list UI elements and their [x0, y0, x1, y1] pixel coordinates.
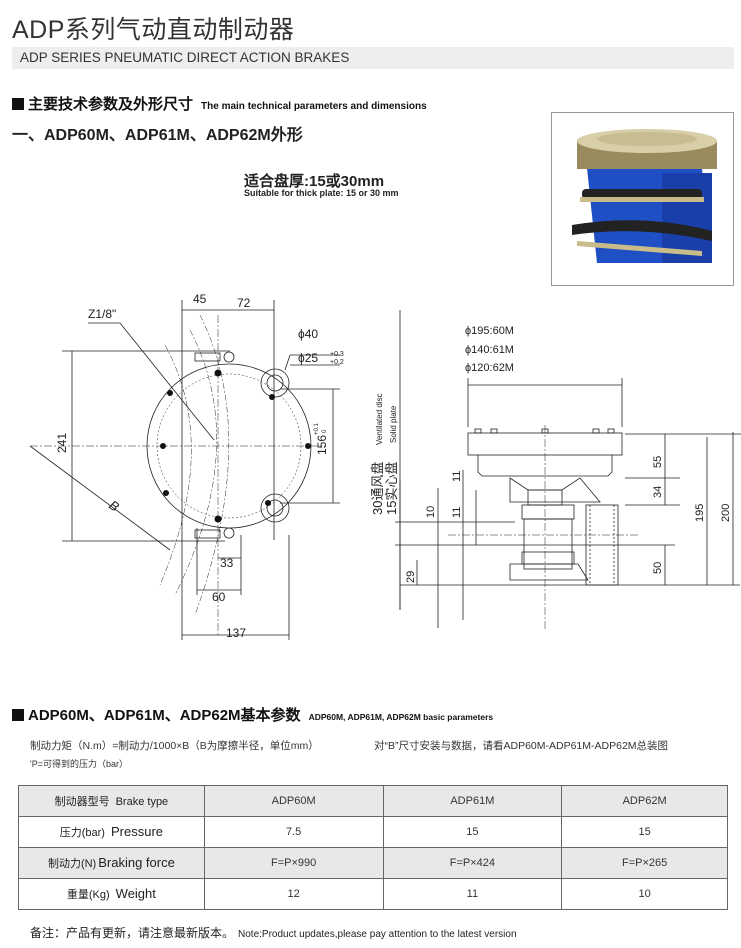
tol-156-lower: 0 — [322, 429, 328, 433]
section-title-en: The main technical parameters and dimens… — [201, 101, 427, 112]
footer-note-cn: 备注：产品有更新，请注意最新版本。 — [30, 926, 235, 940]
thread-label: Z1/8" — [88, 307, 116, 321]
table-cell: F=P×990 — [203, 847, 384, 879]
dim-29: 29 — [405, 571, 417, 583]
table-cell: F=P×424 — [382, 847, 563, 879]
dim-10: 10 — [425, 506, 437, 518]
front-view-drawing: 45 72 Z1/8" ϕ40 ϕ25 +0.3 +0.2 241 156 +0… — [29, 292, 344, 640]
table-cell: 15 — [561, 816, 728, 848]
row-label: 压力(bar)Pressure — [18, 816, 205, 848]
header-cell: ADP62M — [561, 785, 728, 817]
lower-pad — [572, 220, 712, 241]
dim-72: 72 — [237, 296, 251, 310]
ventilated-disc-label-en: Ventilated disc — [375, 393, 384, 445]
table-cell: 15 — [382, 816, 563, 848]
dim-200: 200 — [720, 504, 732, 522]
table-row-weight: 重量(Kg)Weight 12 11 10 — [18, 878, 728, 910]
table-row-braking-force: 制动力(N)Braking force F=P×990 F=P×424 F=P×… — [18, 847, 728, 879]
dim-195: 195 — [694, 504, 706, 522]
square-bullet-icon — [12, 709, 24, 721]
section-title: 主要技术参数及外形尺寸 — [28, 96, 194, 113]
header-cell: ADP60M — [203, 785, 384, 817]
torque-formula-note: 制动力矩（N.m）=制动力/1000×B（B为摩擦半径，单位mm） — [30, 740, 319, 752]
solid-plate-label-en: Solid plate — [389, 405, 398, 443]
dim-33: 33 — [220, 556, 234, 570]
dim-11-upper: 11 — [451, 471, 463, 482]
dim-11-lower: 11 — [451, 507, 463, 518]
plate-thickness-label: 适合盘厚:15或30mm — [244, 173, 385, 190]
table-cell: 10 — [561, 878, 728, 910]
dim-241: 241 — [55, 433, 69, 453]
tol-156-upper: +0.1 — [314, 422, 320, 435]
model-outline-heading: 一、ADP60M、ADP61M、ADP62M外形 — [12, 127, 303, 144]
assembly-drawing-note: 对“B”尺寸安装与数据，请看ADP60M-ADP61M-ADP62M总装图 — [374, 740, 669, 752]
ventilated-disc-label: 30通风盘 — [370, 462, 385, 515]
dim-50: 50 — [652, 562, 664, 574]
dim-34: 34 — [652, 486, 664, 498]
plate-thickness-label-en: Suitable for thick plate: 15 or 30 mm — [244, 188, 399, 198]
radius-b-label: B — [106, 497, 122, 514]
section-heading-dimensions: 主要技术参数及外形尺寸 The main technical parameters… — [12, 93, 427, 114]
dim-phi120-62m: ϕ120:62M — [465, 362, 514, 374]
table-cell: F=P×265 — [561, 847, 728, 879]
dim-phi25: ϕ25 — [298, 351, 318, 365]
dim-phi195-60m: ϕ195:60M — [465, 325, 514, 337]
dim-phi140-61m: ϕ140:61M — [465, 344, 514, 356]
tol-phi25-upper: +0.3 — [330, 351, 344, 358]
solid-plate-label: 15实心盘 — [384, 462, 399, 515]
table-cell: 7.5 — [203, 816, 384, 848]
section2-title: ADP60M、ADP61M、ADP62M基本参数 — [28, 707, 301, 724]
dim-45: 45 — [193, 292, 207, 306]
table-row-pressure: 压力(bar)Pressure 7.5 15 15 — [18, 816, 728, 848]
subtitle-banner: ADP SERIES PNEUMATIC DIRECT ACTION BRAKE… — [12, 47, 734, 69]
section2-title-en: ADP60M, ADP61M, ADP62M basic parameters — [308, 712, 494, 722]
section-heading-parameters: ADP60M、ADP61M、ADP62M基本参数 ADP60M, ADP61M, … — [12, 704, 493, 725]
footer-note: 备注：产品有更新，请注意最新版本。Note:Product updates,pl… — [30, 924, 517, 941]
dim-60: 60 — [212, 590, 226, 604]
side-view-drawing: ϕ195:60M ϕ140:61M ϕ120:62M 30通风盘 Ventila… — [370, 310, 741, 630]
dim-phi40: ϕ40 — [298, 327, 318, 341]
dim-156: 156 — [315, 435, 329, 455]
upper-pad — [582, 189, 702, 199]
table-cell: 11 — [382, 878, 563, 910]
dim-137: 137 — [226, 626, 246, 640]
tol-phi25-lower: +0.2 — [330, 359, 344, 366]
page-subtitle: ADP SERIES PNEUMATIC DIRECT ACTION BRAKE… — [20, 50, 350, 65]
dim-55: 55 — [652, 456, 664, 468]
table-cell: 12 — [203, 878, 384, 910]
square-bullet-icon — [12, 98, 24, 110]
page-title: ADP系列气动直动制动器 — [12, 16, 295, 44]
pressure-note: 'P=可得到的压力（bar） — [30, 759, 128, 769]
product-photo — [551, 112, 734, 286]
header-cell: ADP61M — [382, 785, 563, 817]
row-label: 制动力(N)Braking force — [18, 847, 205, 879]
footer-note-en: Note:Product updates,please pay attentio… — [238, 929, 517, 940]
row-label: 重量(Kg)Weight — [18, 878, 205, 910]
